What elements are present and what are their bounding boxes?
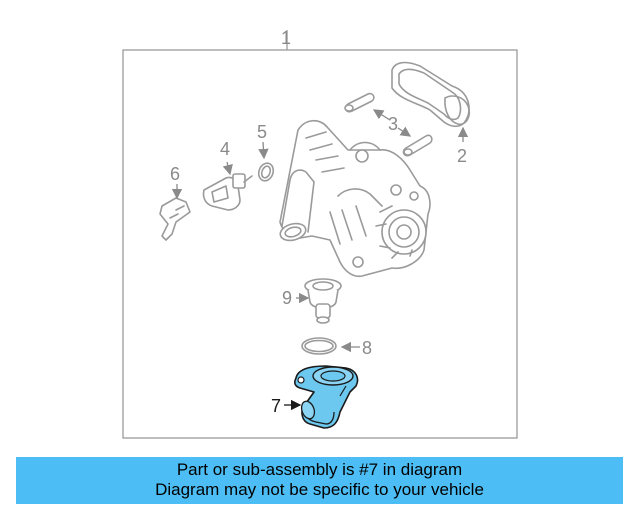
callout-5-leader — [258, 141, 269, 160]
callout-6: 6 — [170, 164, 180, 184]
callout-9: 9 — [282, 288, 292, 308]
thermostat-part-9 — [304, 278, 342, 324]
callout-1: 1 — [281, 28, 291, 48]
callout-4: 4 — [220, 139, 230, 159]
coolant-flange-part-7 — [294, 365, 359, 429]
gasket-part-2 — [391, 61, 471, 128]
callout-3: 3 — [388, 114, 398, 134]
callout-3-leader-a — [372, 109, 391, 121]
seal-ring-part-8 — [301, 337, 337, 355]
dowel-pin-part-3 — [344, 92, 433, 157]
water-pump-housing — [279, 119, 431, 278]
o-ring-part-5 — [257, 162, 275, 182]
assembly-frame — [122, 49, 518, 439]
callout-8: 8 — [362, 338, 372, 358]
banner-line-part-info: Part or sub-assembly is #7 in diagram — [176, 460, 463, 479]
callout-4-leader — [222, 161, 233, 176]
temperature-sensor-part-4 — [202, 173, 253, 211]
callout-5: 5 — [257, 122, 267, 142]
parts-diagram: 1 2 3 4 — [122, 28, 518, 439]
callout-2: 2 — [457, 146, 467, 166]
info-banner: Part or sub-assembly is #7 in diagram Di… — [16, 457, 623, 504]
callout-7: 7 — [271, 396, 281, 416]
retaining-clip-part-6 — [159, 197, 191, 241]
callout-3-leader-b — [397, 126, 412, 137]
banner-line-disclaimer: Diagram may not be specific to your vehi… — [155, 480, 484, 499]
